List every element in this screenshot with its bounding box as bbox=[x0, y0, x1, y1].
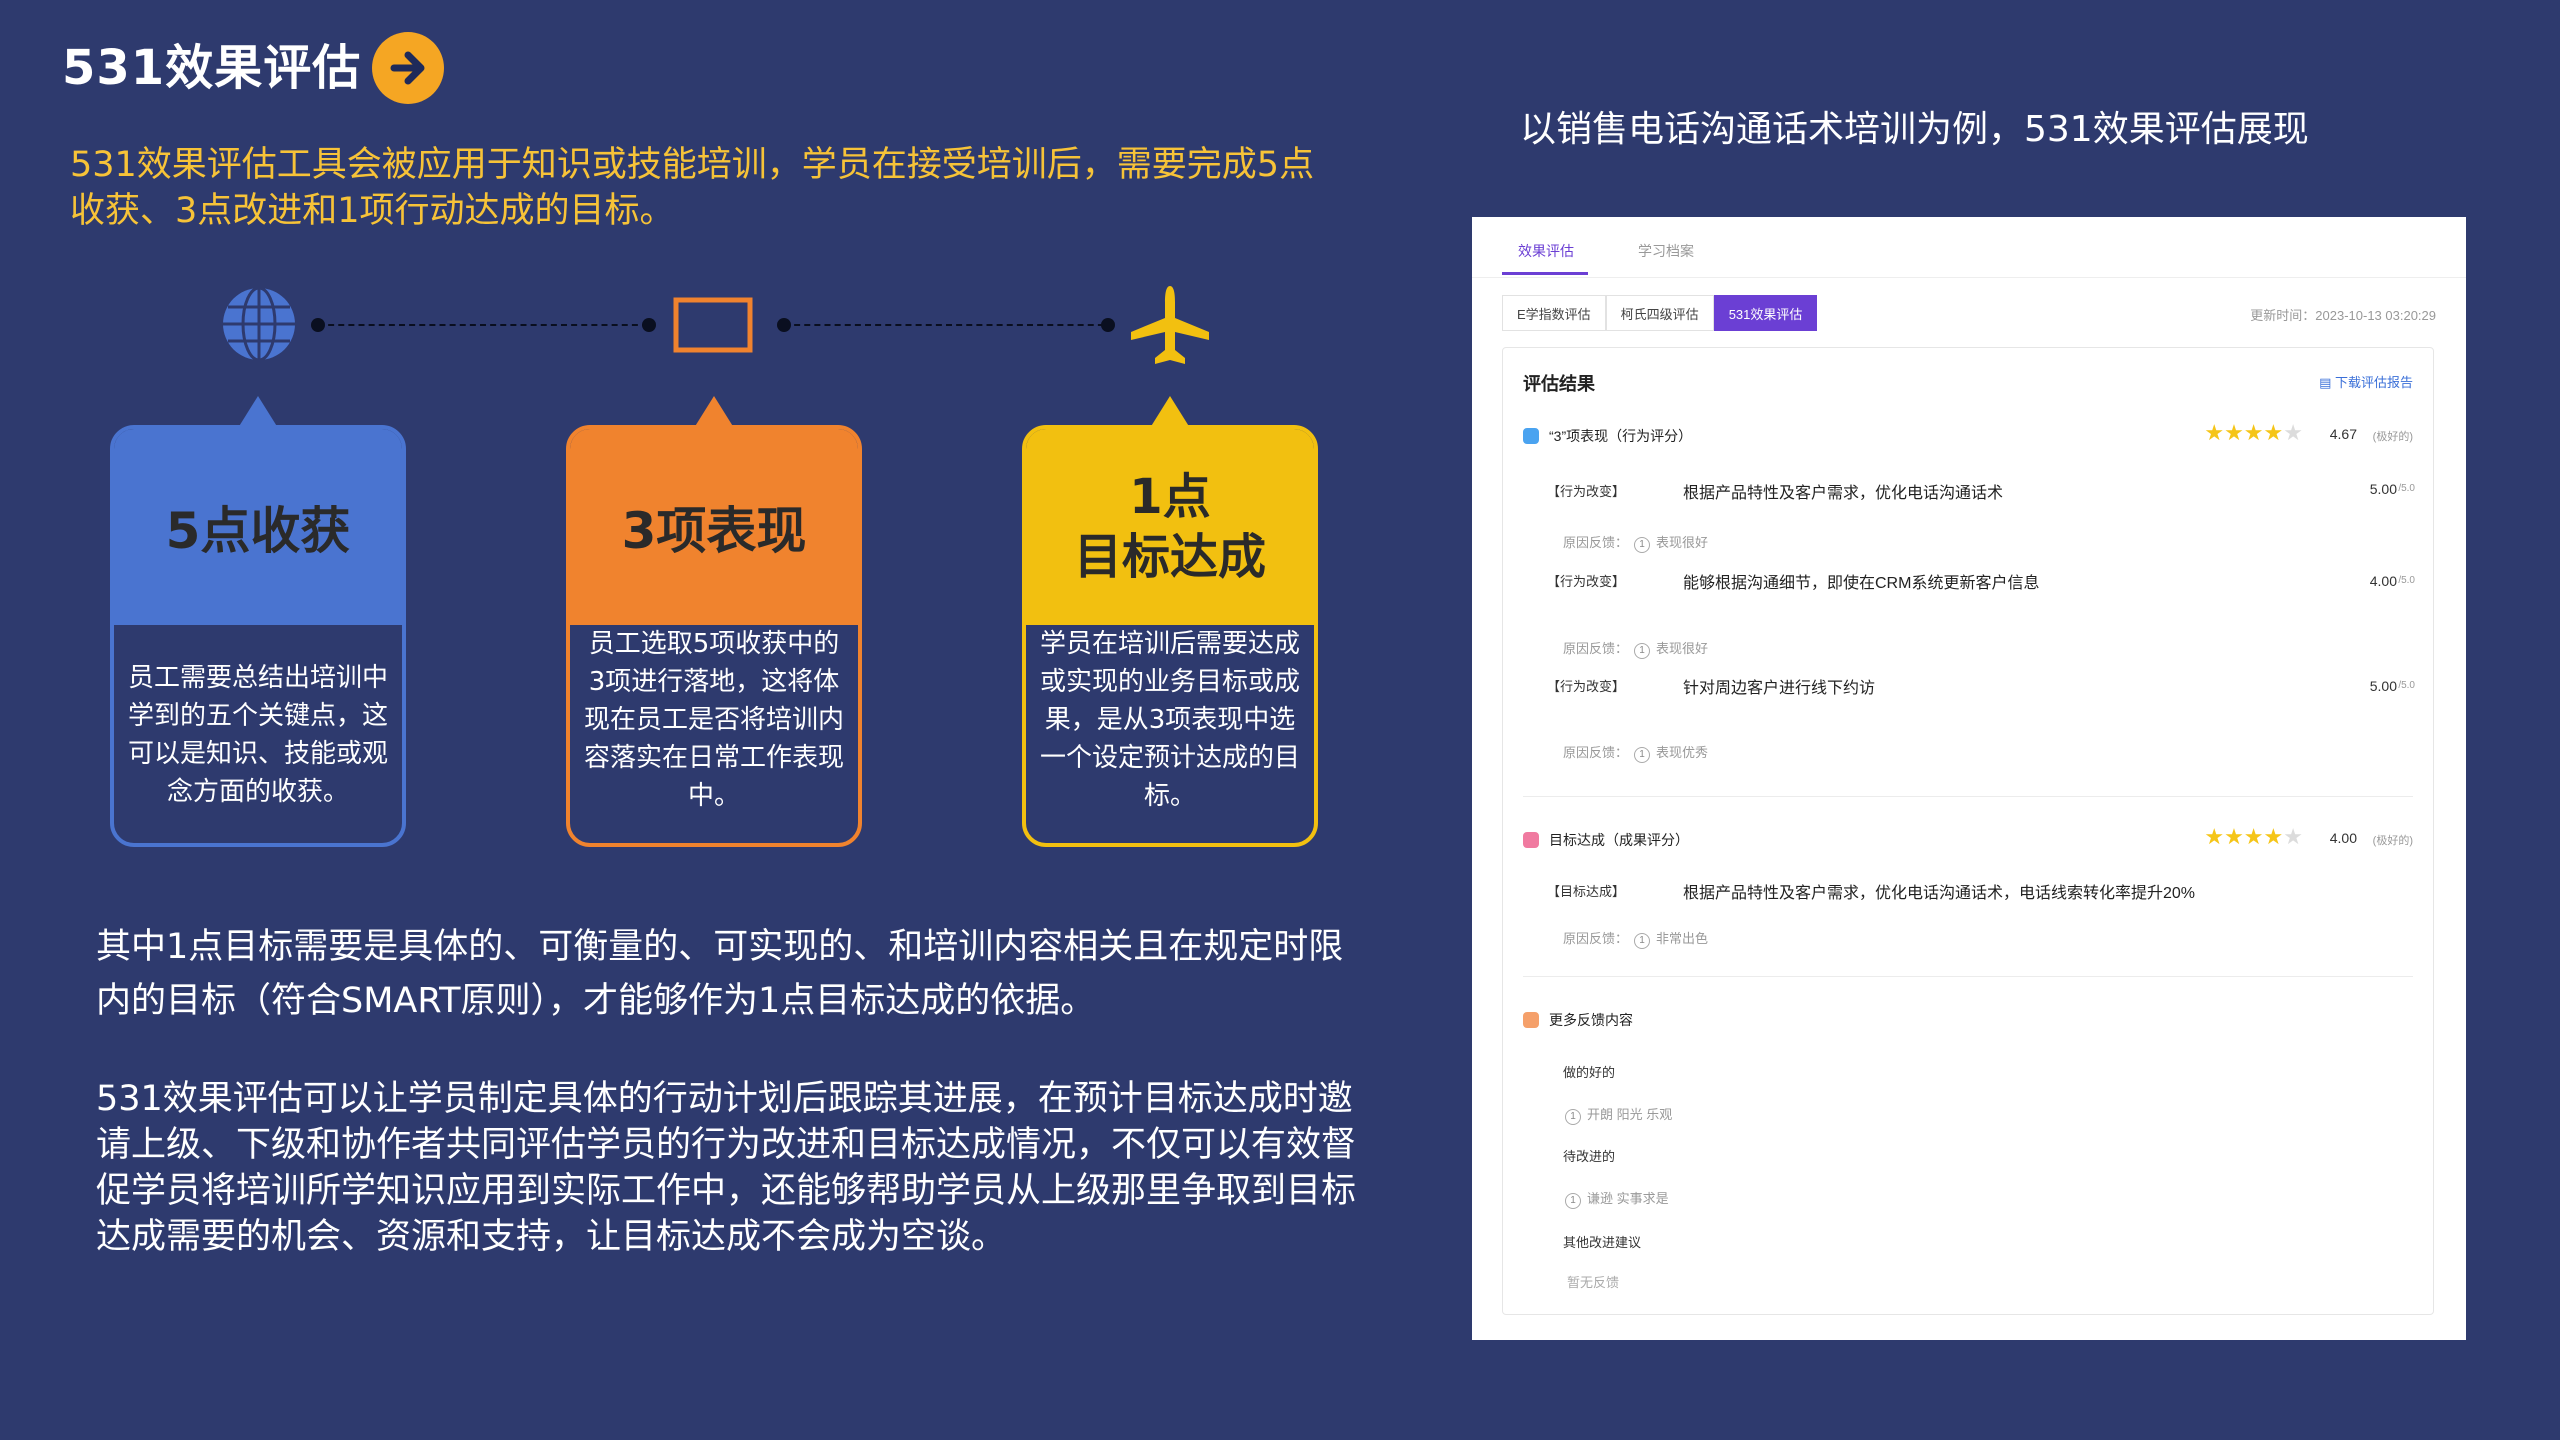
reason-row: 原因反馈： 1 表现优秀 bbox=[1563, 742, 1708, 763]
card-notch bbox=[694, 396, 734, 428]
good-row: 1 开朗 阳光 乐观 bbox=[1559, 1104, 1672, 1125]
subtab-531[interactable]: 531效果评估 bbox=[1713, 295, 1818, 331]
good-index: 1 bbox=[1565, 1109, 1581, 1125]
goal-text: 根据产品特性及客户需求，优化电话沟通话术，电话线索转化率提升20% bbox=[1683, 885, 2196, 902]
reason-index: 1 bbox=[1634, 747, 1651, 763]
card-title: 3项表现 bbox=[570, 429, 858, 625]
reason-row: 原因反馈： 1 表现很好 bbox=[1563, 532, 1708, 553]
subtab-e-index[interactable]: E学指数评估 bbox=[1502, 295, 1606, 331]
behavior-stars: ★★★★★ bbox=[2204, 420, 2303, 445]
goal-label: 目标达成（成果评分） bbox=[1549, 832, 1689, 848]
reason-index: 1 bbox=[1634, 933, 1651, 949]
behavior-icon bbox=[1523, 428, 1539, 444]
improve-label: 待改进的 bbox=[1563, 1149, 1616, 1164]
goal-tag: 【目标达成】 bbox=[1547, 884, 1626, 899]
behavior-item-score: 5.00 bbox=[2369, 678, 2397, 694]
tab-effect-eval[interactable]: 效果评估 bbox=[1518, 243, 1574, 259]
good-label: 做的好的 bbox=[1563, 1065, 1616, 1080]
result-box: 评估结果 ▤ 下载评估报告 “3”项表现（行为评分） ★★★★★ 4.67 (极… bbox=[1502, 347, 2434, 1315]
behavior-label: “3”项表现（行为评分） bbox=[1549, 428, 1693, 444]
behavior-score-note: (极好的) bbox=[2372, 431, 2413, 443]
reason-row: 原因反馈： 1 表现很好 bbox=[1563, 638, 1708, 659]
arrow-right-icon bbox=[372, 32, 444, 104]
more-feedback-label: 更多反馈内容 bbox=[1549, 1012, 1633, 1028]
smart-paragraph: 其中1点目标需要是具体的、可衡量的、可实现的、和培训内容相关且在规定时限内的目标… bbox=[96, 927, 1344, 1021]
tracking-paragraph: 531效果评估可以让学员制定具体的行动计划后跟踪其进展，在预计目标达成时邀请上级… bbox=[96, 1079, 1357, 1257]
behavior-tag: 【行为改变】 bbox=[1547, 679, 1626, 694]
subtab-kirkpatrick[interactable]: 柯氏四级评估 bbox=[1605, 295, 1714, 331]
reason-label: 原因反馈： bbox=[1563, 535, 1629, 550]
reason-label: 原因反馈： bbox=[1563, 931, 1629, 946]
other-suggestion-text: 暂无反馈 bbox=[1567, 1275, 1620, 1290]
behavior-item-score: 4.00 bbox=[2369, 573, 2397, 589]
card-3-performance: 3项表现 员工选取5项收获中的3项进行落地，这将体现在员工是否将培训内容落实在日… bbox=[566, 425, 862, 847]
card-notch bbox=[1150, 396, 1190, 428]
reason-label: 原因反馈： bbox=[1563, 641, 1629, 656]
reason-index: 1 bbox=[1634, 643, 1651, 659]
intro-text: 531效果评估工具会被应用于知识或技能培训，学员在接受培训后，需要完成5点收获、… bbox=[70, 145, 1315, 231]
monitor-icon bbox=[673, 297, 753, 353]
behavior-tag: 【行为改变】 bbox=[1547, 484, 1626, 499]
improve-index: 1 bbox=[1565, 1193, 1581, 1209]
improve-row: 1 谦逊 实事求是 bbox=[1559, 1188, 1669, 1209]
reason-row: 原因反馈： 1 非常出色 bbox=[1563, 928, 1708, 949]
behavior-tag: 【行为改变】 bbox=[1547, 574, 1626, 589]
good-text: 开朗 阳光 乐观 bbox=[1587, 1107, 1673, 1122]
active-tab-indicator bbox=[1502, 272, 1588, 275]
tab-learning-file[interactable]: 学习档案 bbox=[1638, 243, 1694, 259]
card-title: 1点 目标达成 bbox=[1026, 429, 1314, 625]
card-5-gains: 5点收获 员工需要总结出培训中学到的五个关键点，这可以是知识、技能或观念方面的收… bbox=[110, 425, 406, 847]
behavior-text: 针对周边客户进行线下约访 bbox=[1683, 680, 1876, 697]
card-1-goal: 1点 目标达成 学员在培训后需要达成或实现的业务目标或成果，是从3项表现中选一个… bbox=[1022, 425, 1318, 847]
example-caption: 以销售电话沟通话术培训为例，531效果评估展现 bbox=[1520, 109, 2309, 150]
card-title: 5点收获 bbox=[114, 429, 402, 625]
section-divider bbox=[1523, 976, 2413, 977]
goal-score-note: (极好的) bbox=[2372, 835, 2413, 847]
globe-icon bbox=[223, 286, 295, 362]
card-body: 员工选取5项收获中的3项进行落地，这将体现在员工是否将培训内容落实在日常工作表现… bbox=[584, 629, 845, 811]
download-report-link[interactable]: ▤ 下载评估报告 bbox=[2319, 372, 2413, 391]
tab-divider bbox=[1472, 277, 2466, 278]
timeline bbox=[200, 280, 1250, 370]
reason-label: 原因反馈： bbox=[1563, 745, 1629, 760]
section-title: 评估结果 bbox=[1523, 374, 1595, 394]
update-time: 更新时间：2023-10-13 03:20:29 bbox=[2250, 308, 2436, 323]
reason-index: 1 bbox=[1634, 537, 1651, 553]
subtab-group: E学指数评估 柯氏四级评估 531效果评估 bbox=[1502, 295, 1818, 331]
document-icon: ▤ bbox=[2319, 375, 2335, 390]
evaluation-panel: 效果评估 学习档案 E学指数评估 柯氏四级评估 531效果评估 更新时间：202… bbox=[1472, 217, 2466, 1340]
behavior-item-max: /5.0 bbox=[2398, 680, 2415, 691]
airplane-icon bbox=[1131, 286, 1209, 364]
behavior-item-max: /5.0 bbox=[2398, 575, 2415, 586]
improve-text: 谦逊 实事求是 bbox=[1587, 1191, 1669, 1206]
behavior-score: 4.67 bbox=[2329, 426, 2357, 442]
behavior-text: 能够根据沟通细节，即使在CRM系统更新客户信息 bbox=[1683, 575, 2040, 592]
behavior-item-max: /5.0 bbox=[2398, 483, 2415, 494]
behavior-text: 根据产品特性及客户需求，优化电话沟通话术 bbox=[1683, 485, 2004, 502]
goal-stars: ★★★★★ bbox=[2204, 824, 2303, 849]
card-body: 学员在培训后需要达成或实现的业务目标或成果，是从3项表现中选一个设定预计达成的目… bbox=[1040, 629, 1301, 811]
card-title-line2: 目标达成 bbox=[1073, 529, 1266, 585]
reason-text: 表现很好 bbox=[1656, 641, 1709, 656]
download-label: 下载评估报告 bbox=[2334, 375, 2413, 390]
reason-text: 表现很好 bbox=[1656, 535, 1709, 550]
goal-icon bbox=[1523, 832, 1539, 848]
card-notch bbox=[238, 396, 278, 428]
card-title-line1: 1点 bbox=[1129, 469, 1211, 525]
reason-text: 非常出色 bbox=[1656, 931, 1709, 946]
card-body: 员工需要总结出培训中学到的五个关键点，这可以是知识、技能或观念方面的收获。 bbox=[128, 663, 389, 807]
feedback-icon bbox=[1523, 1012, 1539, 1028]
other-suggestion-label: 其他改进建议 bbox=[1563, 1235, 1642, 1250]
section-divider bbox=[1523, 796, 2413, 797]
behavior-item-score: 5.00 bbox=[2369, 481, 2397, 497]
goal-score: 4.00 bbox=[2329, 830, 2357, 846]
reason-text: 表现优秀 bbox=[1656, 745, 1709, 760]
page-title: 531效果评估 bbox=[62, 40, 362, 96]
